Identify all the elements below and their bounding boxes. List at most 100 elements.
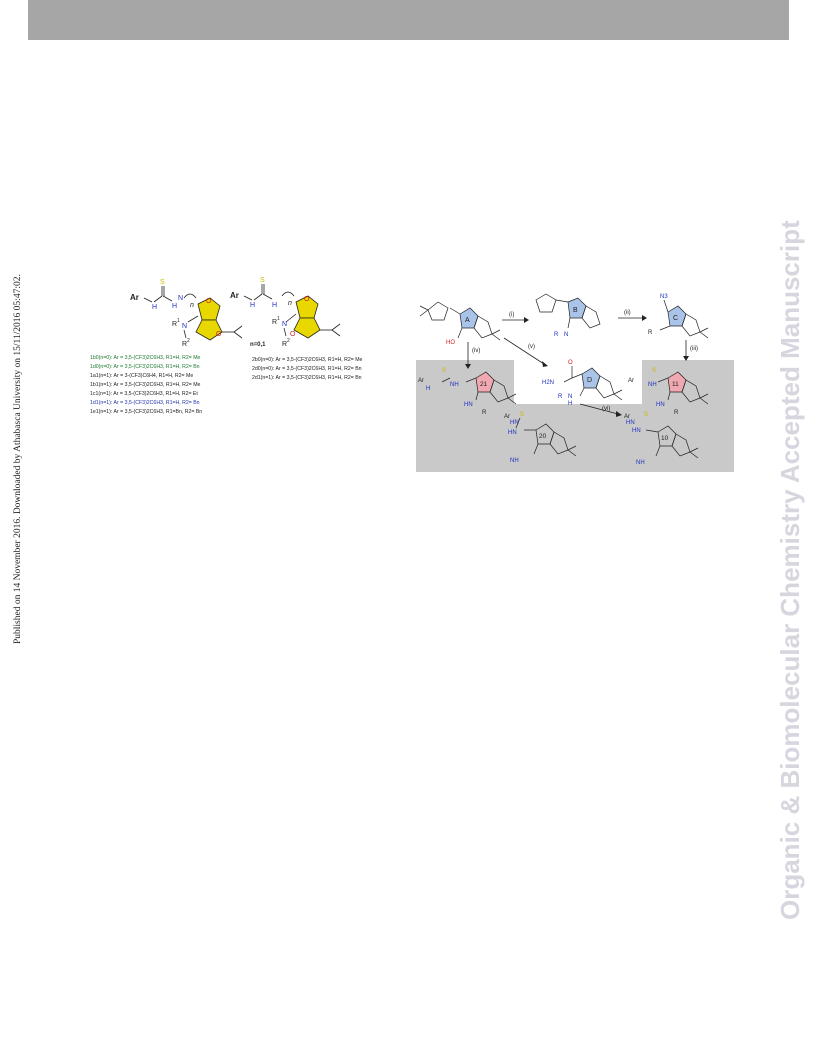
ring-d-structure: D O H2N R N H [542, 360, 623, 407]
gray-panel [416, 360, 734, 472]
svg-text:C: C [673, 315, 678, 322]
svg-text:A: A [465, 317, 470, 324]
structure-2: Ar H S H n O O R 1 N R 2 [230, 277, 341, 348]
ring-2-0-structure: 20 HN S Ar HN NH [504, 412, 577, 464]
journal-watermark: Organic & Biomolecular Chemistry Accepte… [775, 220, 805, 920]
svg-text:11: 11 [672, 381, 679, 388]
ring-1-1-structure: 11 NH S Ar HN R [628, 368, 709, 416]
compound-1-line: 1b0(n=0): Ar = 3,5-(CF3)2C6H3, R1=H, R2=… [90, 355, 201, 361]
svg-text:N: N [564, 332, 568, 338]
svg-text:Ar: Ar [418, 378, 424, 384]
compounds-1-list: 1b0(n=0): Ar = 3,5-(CF3)2C6H3, R1=H, R2=… [90, 355, 202, 415]
structure-1-nh: H [152, 304, 157, 311]
svg-text:R: R [282, 341, 287, 348]
published-notice: Published on 14 November 2016. Downloade… [13, 274, 23, 644]
svg-text:R: R [554, 332, 559, 338]
svg-text:R: R [648, 330, 653, 336]
structure-1: Ar H S H N n O O R 1 N R 2 [130, 279, 243, 348]
svg-text:Ar: Ar [504, 414, 510, 420]
svg-text:HN: HN [626, 420, 635, 426]
svg-text:N: N [282, 321, 287, 328]
n-value-label: n=0,1 [250, 342, 266, 348]
svg-text:R: R [272, 319, 277, 326]
structure-2-ar: Ar [230, 291, 239, 300]
svg-text:10: 10 [661, 435, 669, 442]
svg-text:O: O [304, 296, 310, 303]
svg-text:N: N [568, 394, 572, 400]
svg-text:N: N [178, 295, 183, 302]
structure-1-n: n [190, 302, 194, 309]
svg-text:H2N: H2N [542, 380, 554, 386]
step-v-arrow [503, 337, 545, 365]
structure-1-ar: Ar [130, 293, 139, 302]
ring-a-structure: A HO [419, 301, 501, 346]
svg-text:S: S [644, 412, 648, 418]
svg-text:20: 20 [539, 433, 547, 440]
structure-1-r1: R [172, 321, 177, 328]
svg-text:O: O [568, 360, 573, 366]
svg-text:HN: HN [510, 420, 519, 426]
svg-text:S: S [652, 368, 656, 374]
svg-text:2: 2 [287, 338, 290, 344]
svg-text:S: S [260, 277, 265, 284]
svg-text:H: H [250, 302, 255, 309]
step-iv-label: (iv) [472, 348, 480, 354]
compound-1-line: 1b1(n=1): Ar = 3,5-(CF3)2C6H3, R1=H, R2=… [90, 382, 201, 388]
svg-text:O: O [206, 298, 212, 305]
svg-text:HO: HO [446, 340, 455, 346]
svg-text:R: R [674, 410, 679, 416]
svg-text:H: H [568, 401, 572, 407]
svg-text:Ar: Ar [628, 378, 634, 384]
svg-text:NH: NH [636, 460, 645, 466]
synthesis-scheme-figure: A HO (i) B R N (ii) [412, 284, 736, 474]
svg-text:HN: HN [508, 430, 517, 436]
svg-text:Ar: Ar [624, 414, 630, 420]
svg-text:O: O [290, 331, 296, 338]
svg-text:R: R [482, 410, 487, 416]
svg-text:NH: NH [510, 458, 519, 464]
catalyst-structures-svg: Ar H S H N n O O R 1 N R 2 [90, 277, 363, 415]
step-iii-label: (iii) [690, 346, 698, 352]
svg-text:1: 1 [177, 318, 180, 324]
compound-2-line: 2b0(n=0): Ar = 3,5-(CF3)2C6H3, R1=H, R2=… [252, 357, 363, 363]
svg-text:N3: N3 [660, 294, 668, 300]
compound-1-line: 1a1(n=1): Ar = 3-(CF3)C6H4, R1=H, R2= Me [90, 373, 193, 379]
header-bar [28, 0, 789, 40]
svg-text:D: D [587, 377, 592, 384]
compound-1-line: 1d0(n=0): Ar = 3,5-(CF3)2C6H3, R1=H, R2=… [90, 364, 200, 370]
synthesis-scheme-svg: A HO (i) B R N (ii) [416, 293, 734, 472]
svg-text:21: 21 [480, 381, 488, 388]
structure-1-s: S [160, 279, 165, 286]
compound-2-line: 2d1(n=1): Ar = 3,5-(CF3)2C6H3, R1=H, R2=… [252, 375, 362, 381]
svg-text:2: 2 [187, 338, 190, 344]
compound-1-line: 1d1(n=1): Ar = 3,5-(CF3)2C6H3, R1=H, R2=… [90, 400, 200, 406]
ring-2-1-structure: 21 NH S Ar H HN R [418, 368, 517, 416]
svg-text:HN: HN [464, 402, 473, 408]
svg-text:B: B [573, 307, 578, 314]
structure-1-r2: R [182, 341, 187, 348]
step-v-label: (v) [528, 344, 535, 350]
compound-1-line: 1e1(n=1): Ar = 3,5-(CF3)2C6H3, R1=Bn, R2… [90, 409, 202, 415]
svg-text:1: 1 [277, 316, 280, 322]
svg-text:S: S [520, 412, 524, 418]
svg-text:H: H [272, 302, 277, 309]
svg-text:S: S [442, 368, 446, 374]
ring-1-0-structure: 10 HN S Ar HN NH [624, 412, 699, 466]
compound-2-line: 2d0(n=0): Ar = 3,5-(CF3)2C6H3, R1=H, R2=… [252, 366, 362, 372]
catalyst-structures-figure: Ar H S H N n O O R 1 N R 2 [86, 270, 406, 430]
ring-c-structure: C N3 R [648, 294, 709, 339]
ring-b-structure: B R N [535, 293, 601, 338]
svg-text:NH: NH [450, 382, 459, 388]
svg-text:R: R [558, 394, 563, 400]
svg-text:N: N [182, 323, 187, 330]
step-vi-arrow [579, 403, 619, 415]
structure-1-nh2: H [172, 303, 177, 310]
step-vi-label: (vi) [602, 406, 610, 412]
compound-1-line: 1c1(n=1): Ar = 3,5-(CF3)2C6H3, R1=H, R2=… [90, 391, 198, 397]
svg-text:NH: NH [648, 382, 657, 388]
svg-text:n: n [288, 300, 292, 307]
svg-text:HN: HN [656, 402, 665, 408]
svg-text:O: O [216, 331, 222, 338]
step-i-label: (i) [509, 312, 514, 318]
svg-text:H: H [426, 386, 430, 392]
